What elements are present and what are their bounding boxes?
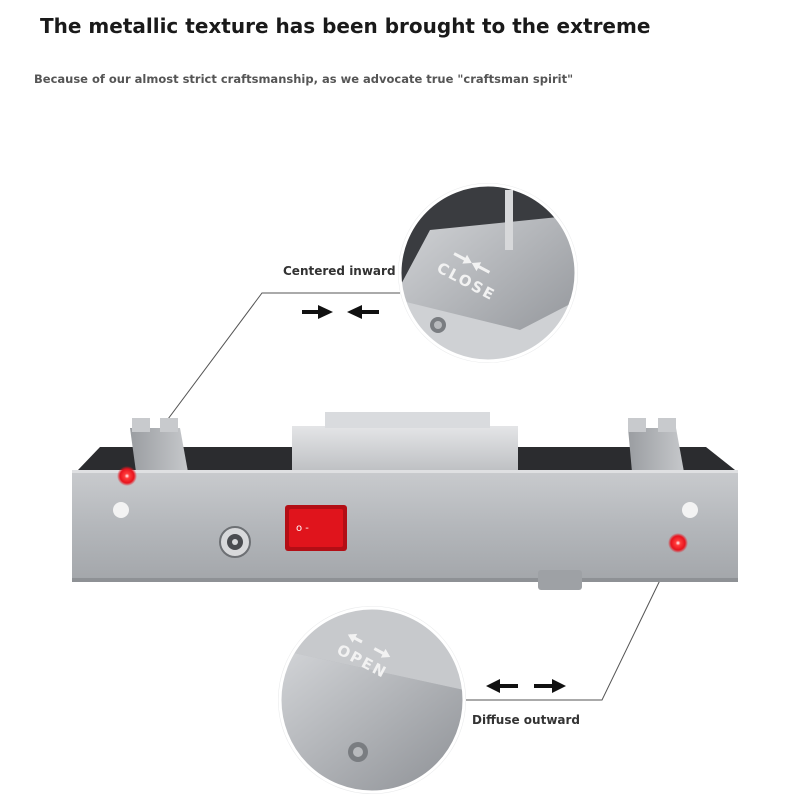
arrow-right-icon [302,305,333,319]
screw-hole [682,502,698,518]
page-title: The metallic texture has been brought to… [40,14,651,38]
callout-label-diffuse-outward: Diffuse outward [472,713,581,727]
arrow-left-icon [347,305,379,319]
callout-label-centered-inward: Centered inward [283,264,396,278]
power-switch-text: o - [296,523,309,534]
zoom-detail-close: CLOSE [398,183,578,363]
page-subtitle: Because of our almost strict craftsmansh… [34,72,574,86]
leader-line-top [126,292,400,475]
leader-line-bottom [460,542,679,701]
arrow-right-icon [534,679,566,693]
device-body [72,412,738,590]
red-dot-marker [117,466,137,486]
arrow-left-icon [486,679,518,693]
zoom-detail-open: OPEN [278,606,466,794]
screw-hole [113,502,129,518]
red-dot-marker [668,533,688,553]
power-switch[interactable]: o - [285,505,347,551]
dc-jack [219,526,251,558]
